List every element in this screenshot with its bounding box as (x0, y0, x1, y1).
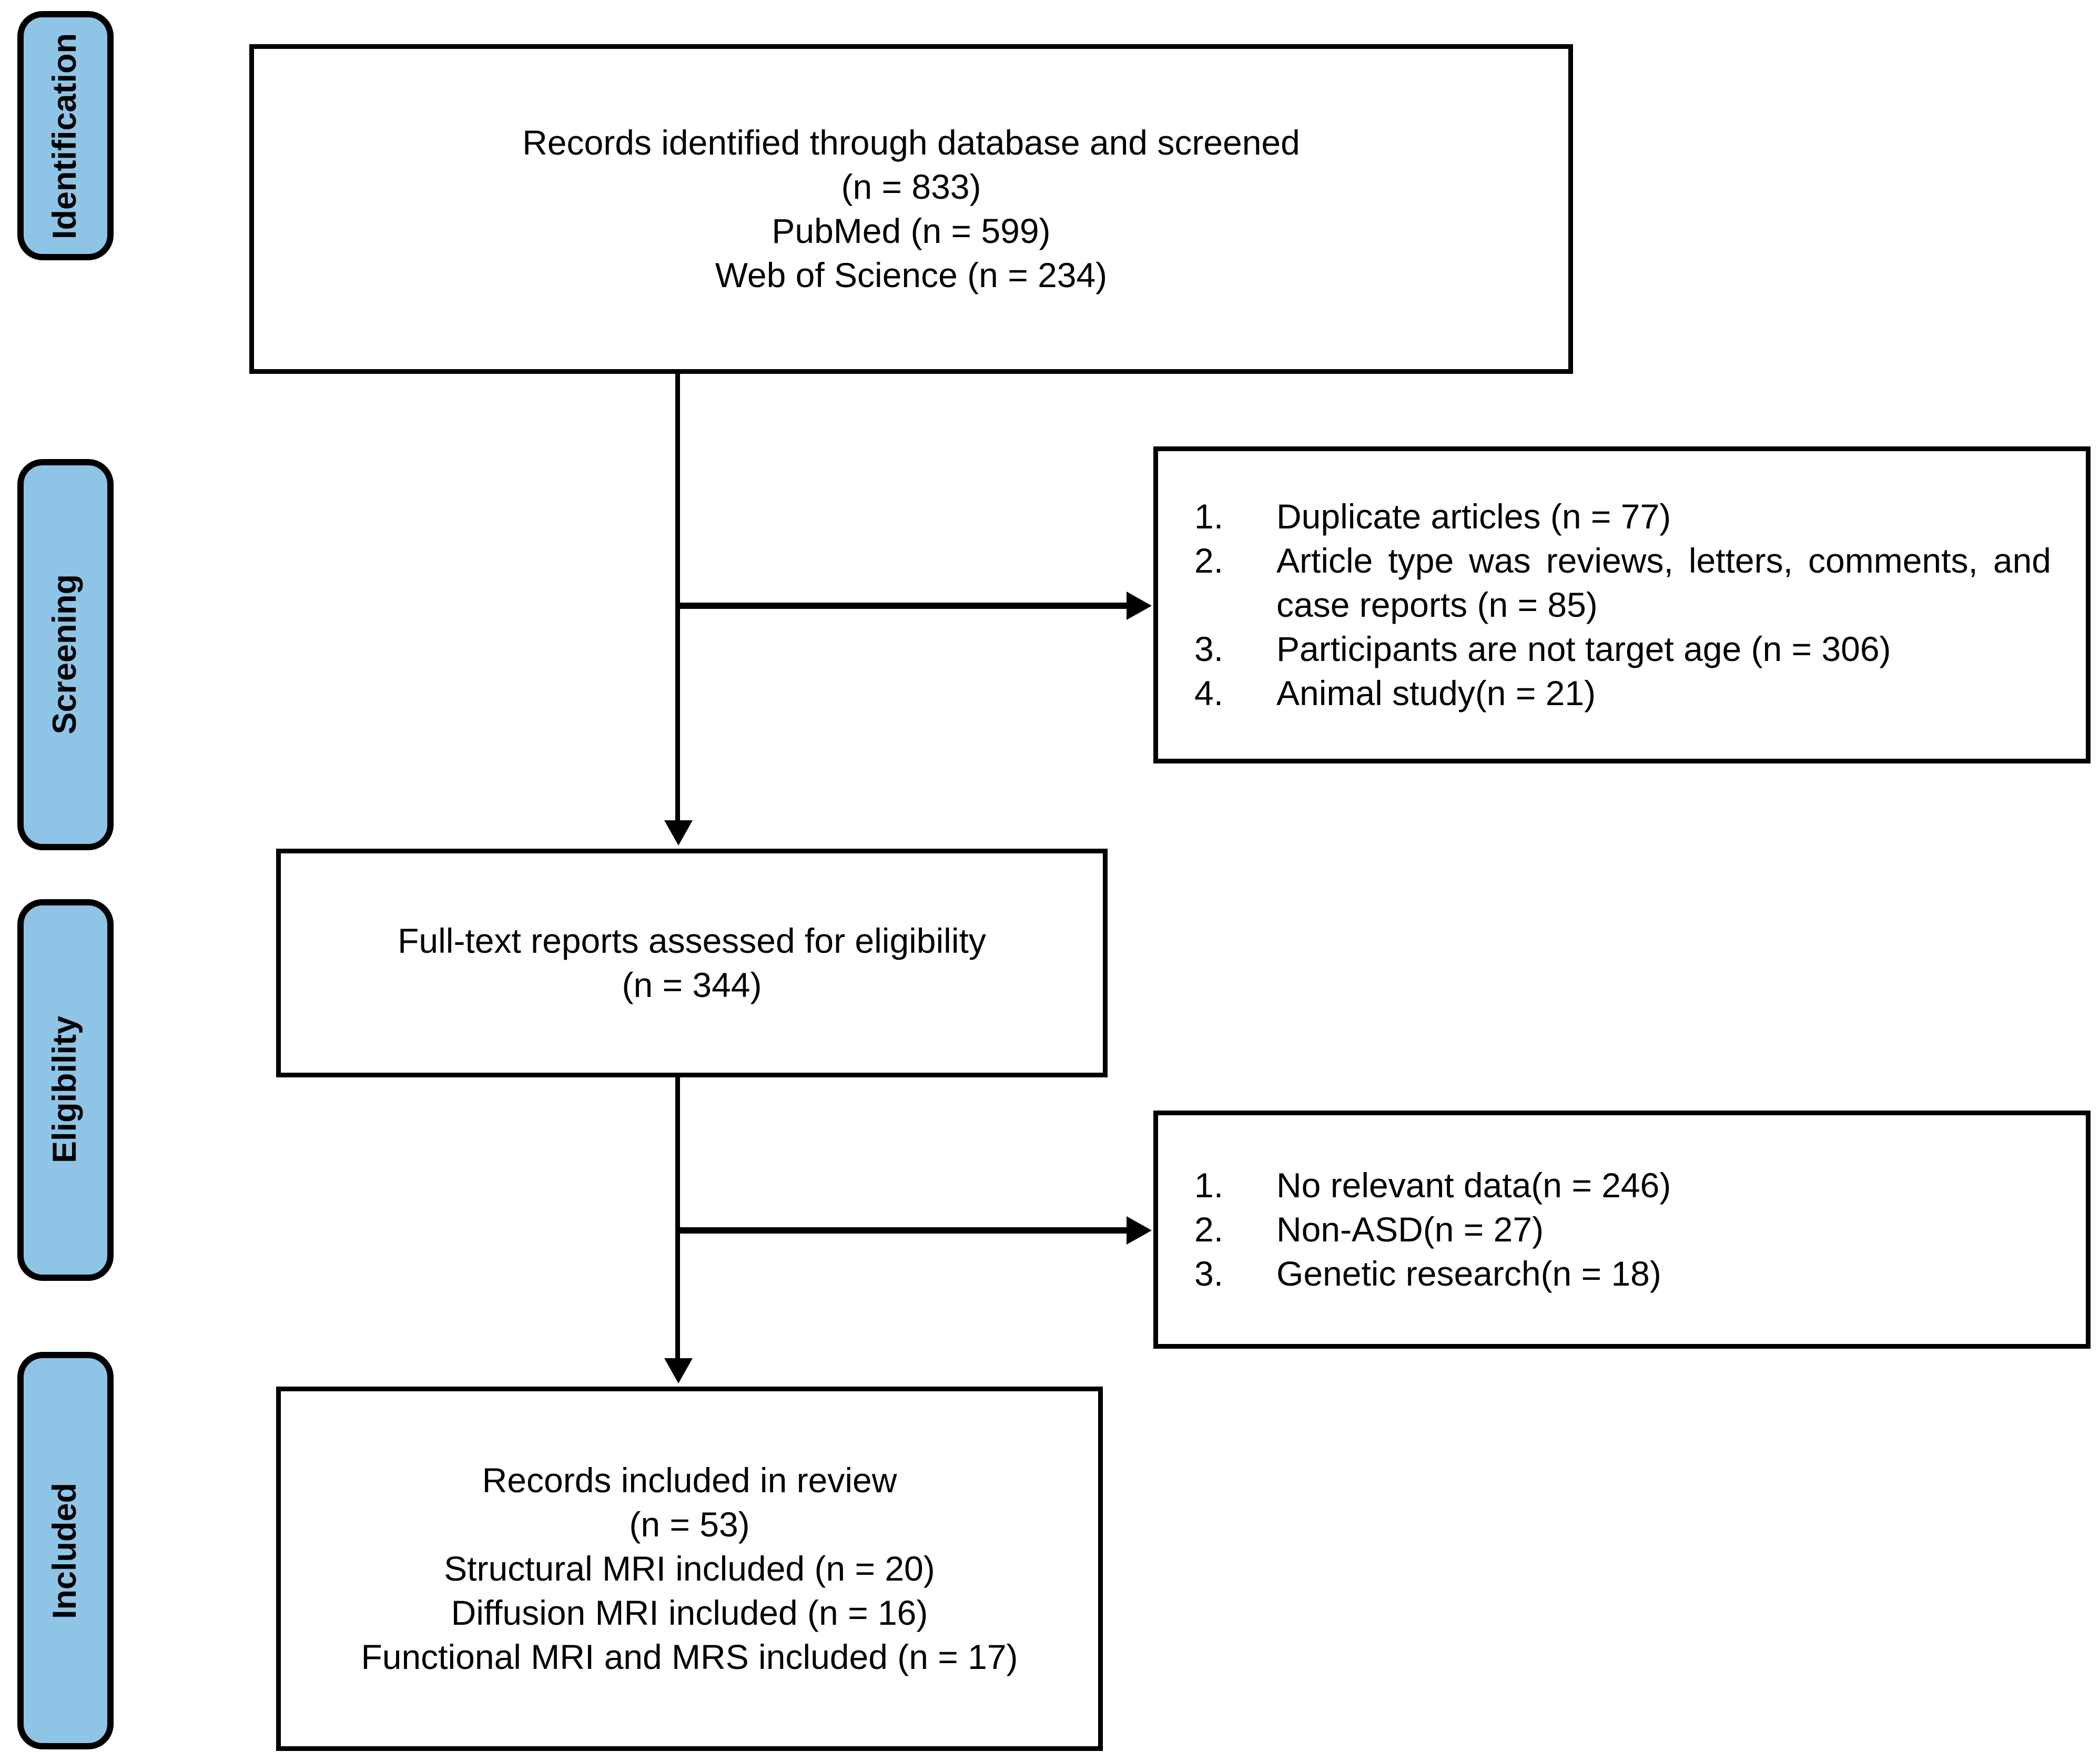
text-line: (n = 344) (622, 964, 762, 1004)
list-item-number: 1. (1194, 1165, 1224, 1205)
text-line: Structural MRI included (n = 20) (444, 1548, 935, 1588)
connector-down-2 (674, 1077, 680, 1360)
text-line: (n = 833) (841, 166, 981, 206)
arrowhead-right-1-icon (1127, 592, 1152, 620)
text-line: Functional MRI and MRS included (n = 17) (361, 1636, 1018, 1676)
connector-down-1 (674, 374, 680, 822)
text-line: Full-text reports assessed for eligibili… (398, 920, 986, 960)
list-item-text: Article type was reviews, letters, comme… (1276, 540, 2051, 624)
list-item: 1. No relevant data(n = 246) (1194, 1164, 2051, 1208)
text-line: Records included in review (482, 1460, 897, 1500)
list-item-number: 2. (1194, 1209, 1224, 1249)
box-records-identified: Records identified through database and … (249, 44, 1573, 374)
list-item-text: Participants are not target age (n = 306… (1276, 628, 1891, 668)
list-item-number: 4. (1194, 673, 1224, 712)
text-line: Records identified through database and … (522, 122, 1300, 162)
text-line: (n = 53) (629, 1504, 750, 1544)
arrowhead-down-1-icon (663, 820, 692, 846)
stage-screening: Screening (17, 459, 114, 850)
list-item: 1. Duplicate articles (n = 77) (1194, 495, 2051, 539)
stage-eligibility-label: Eligibility (46, 1016, 83, 1164)
box-fulltext-assessed: Full-text reports assessed for eligibili… (276, 849, 1108, 1077)
arrowhead-down-2-icon (663, 1358, 692, 1383)
connector-right-1 (677, 603, 1128, 608)
stage-eligibility: Eligibility (17, 899, 114, 1281)
list-item-number: 1. (1194, 496, 1224, 536)
list-item-text: No relevant data(n = 246) (1276, 1165, 1671, 1205)
list-item: 3. Participants are not target age (n = … (1194, 627, 2051, 671)
list-item-text: Duplicate articles (n = 77) (1276, 496, 1671, 536)
box-records-included: Records included in review (n = 53) Stru… (276, 1387, 1103, 1751)
text-line: Diffusion MRI included (n = 16) (451, 1592, 928, 1632)
box-eligibility-exclusions: 1. No relevant data(n = 246) 2. Non-ASD(… (1153, 1111, 2091, 1349)
list-item: 3. Genetic research(n = 18) (1194, 1252, 2051, 1296)
connector-right-2 (677, 1227, 1128, 1233)
stage-identification-label: Identification (46, 32, 83, 239)
list-item: 2. Non-ASD(n = 27) (1194, 1208, 2051, 1252)
arrowhead-right-2-icon (1127, 1216, 1152, 1245)
list-item-text: Genetic research(n = 18) (1276, 1253, 1661, 1293)
stage-identification: Identification (17, 11, 114, 260)
list-item-text: Non-ASD(n = 27) (1276, 1209, 1544, 1249)
list-item-number: 2. (1194, 540, 1224, 580)
list-item-text: Animal study(n = 21) (1276, 673, 1596, 712)
text-line: Web of Science (n = 234) (715, 254, 1108, 294)
list-item-number: 3. (1194, 1253, 1224, 1293)
box-screening-exclusions: 1. Duplicate articles (n = 77) 2. Articl… (1153, 446, 2091, 763)
stage-screening-label: Screening (46, 574, 83, 735)
list-item: 2. Article type was reviews, letters, co… (1194, 539, 2051, 627)
stage-included: Included (17, 1352, 114, 1749)
stage-included-label: Included (46, 1482, 83, 1619)
list-item: 4. Animal study(n = 21) (1194, 671, 2051, 716)
list-item-number: 3. (1194, 628, 1224, 668)
text-line: PubMed (n = 599) (772, 210, 1051, 250)
